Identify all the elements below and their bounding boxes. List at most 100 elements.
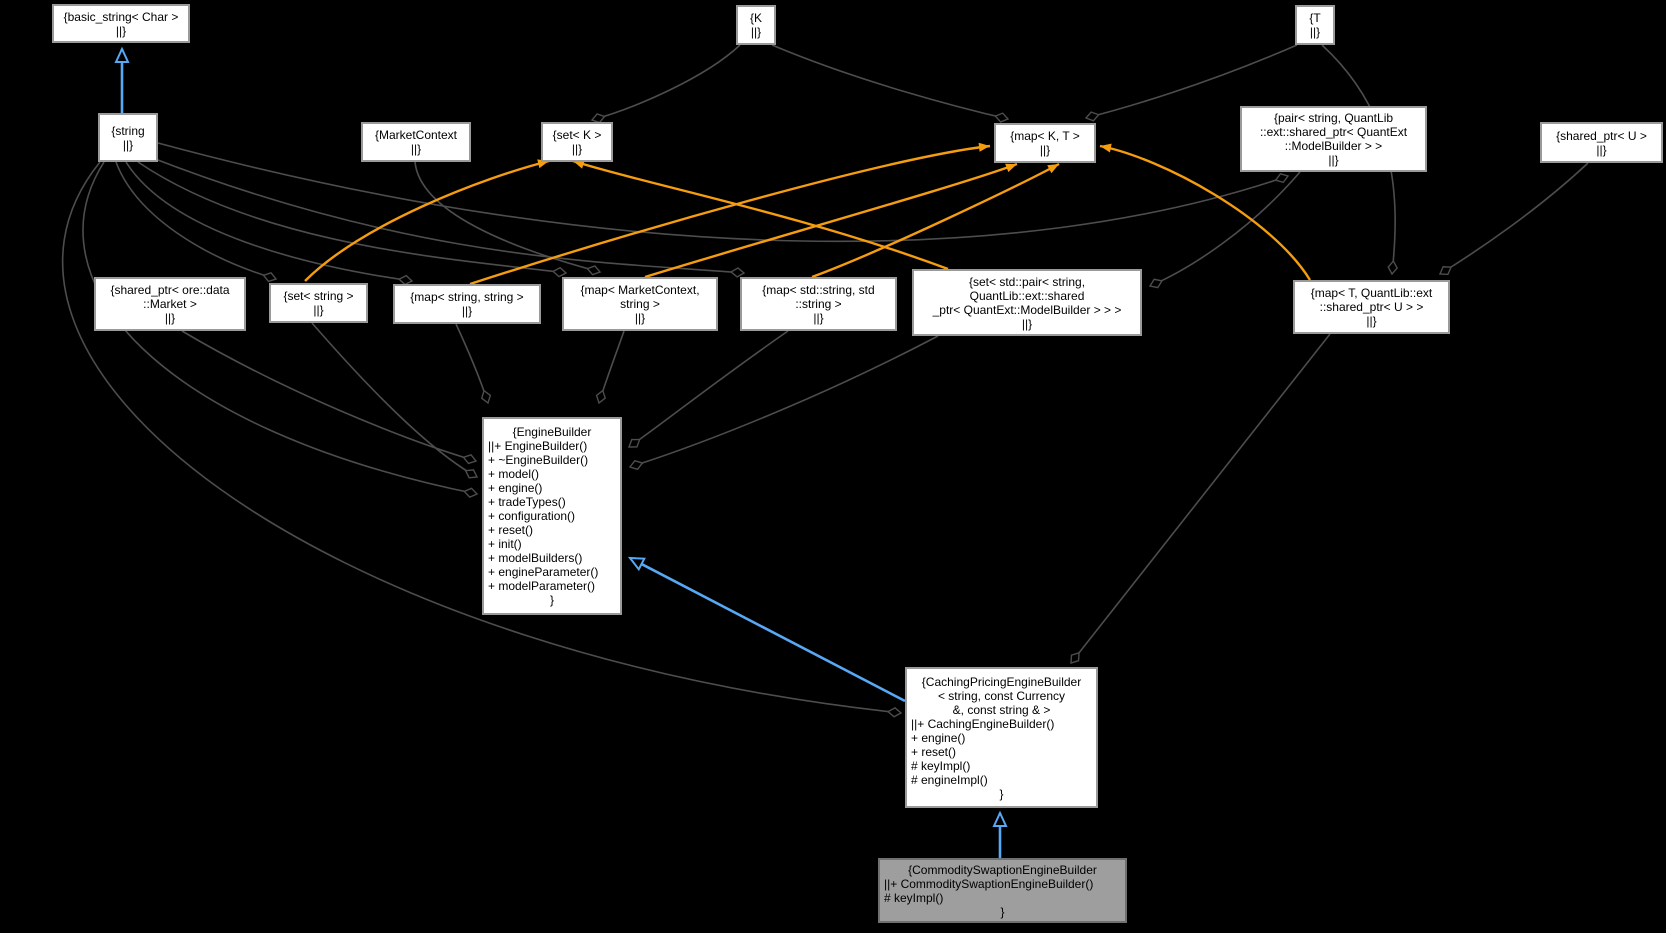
node-map-k-t: {map< K, T >||} xyxy=(994,123,1096,163)
node-text-line: ||} xyxy=(1039,143,1051,157)
edge-t-to-map-k-t xyxy=(1084,44,1298,122)
node-text-line: ||} xyxy=(571,142,583,156)
node-text-line: {shared_ptr< ore::data xyxy=(110,283,230,297)
node-text-line: {T xyxy=(1309,11,1321,25)
edge-template-map-stdstring-stdstring-to-map-k-t xyxy=(811,162,1060,279)
node-text-line: QuantLib::ext::shared xyxy=(969,288,1085,303)
edge-string-to-map-stdstring-stdstring xyxy=(149,156,746,278)
edge-template-map-marketcontext-string-to-map-k-t xyxy=(644,162,1018,279)
edge-k-to-map-k-t xyxy=(771,44,1010,123)
node-string: {string||} xyxy=(98,113,158,162)
node-text-line: } xyxy=(999,786,1004,801)
edge-string-to-set-string xyxy=(115,161,278,283)
node-engine-builder: {EngineBuilder||+ EngineBuilder()+ ~Engi… xyxy=(482,417,622,615)
node-text-line: {string xyxy=(111,123,145,138)
node-text-line: # keyImpl() xyxy=(911,758,971,773)
node-text-line: ||} xyxy=(122,137,134,152)
node-text-line: &, const string & > xyxy=(952,702,1051,717)
edge-map-stdstring-stdstring-to-engine-builder xyxy=(627,330,789,448)
edge-inherit-caching-to-engine-builder xyxy=(627,556,906,703)
edge-map-marketcontext-string-to-engine-builder xyxy=(595,330,625,405)
node-text-line: ||} xyxy=(164,311,176,325)
edge-string-to-engine-builder xyxy=(82,161,479,498)
node-text-line: {basic_string< Char > xyxy=(63,9,179,24)
node-market-context: {MarketContext||} xyxy=(361,122,471,162)
node-text-line: {MarketContext xyxy=(374,128,458,142)
node-text-line: {map< T, QuantLib::ext xyxy=(1310,286,1433,300)
node-text-line: + engine() xyxy=(911,730,966,745)
edge-template-set-string-to-set-k xyxy=(304,159,550,282)
node-text-line: + init() xyxy=(488,537,522,551)
node-map-t-shared-ptr-u: {map< T, QuantLib::ext::shared_ptr< U > … xyxy=(1293,280,1450,334)
node-text-line: + modelBuilders() xyxy=(488,551,583,565)
edge-pair-to-set-pair xyxy=(1148,171,1301,289)
node-map-marketcontext-string: {map< MarketContext,string >||} xyxy=(562,277,718,331)
node-text-line: ||} xyxy=(1021,316,1033,331)
node-shared-ptr-u: {shared_ptr< U >||} xyxy=(1540,122,1663,163)
node-text-line: {K xyxy=(749,11,762,25)
node-k: {K||} xyxy=(736,5,776,45)
node-text-line: ::shared_ptr< U > > xyxy=(1319,300,1424,314)
edge-string-to-caching-builder xyxy=(61,161,903,718)
node-text-line: ||} xyxy=(750,25,762,39)
node-text-line: ::ModelBuilder > > xyxy=(1284,139,1383,153)
node-text-line: {EngineBuilder xyxy=(512,425,592,439)
node-text-line: ||} xyxy=(410,142,422,156)
node-text-line: string > xyxy=(620,297,660,311)
node-text-line: < string, const Currency xyxy=(937,688,1066,703)
node-set-k: {set< K >||} xyxy=(541,122,613,162)
node-text-line: {set< std::pair< string, xyxy=(968,274,1086,289)
node-text-line: ||} xyxy=(461,304,473,318)
node-text-line: + configuration() xyxy=(488,509,576,523)
node-text-line: ||} xyxy=(1309,25,1321,39)
node-text-line: } xyxy=(1000,904,1005,919)
edge-string-to-pair xyxy=(157,142,1290,243)
node-text-line: + reset() xyxy=(488,523,534,537)
node-text-line: {CachingPricingEngineBuilder xyxy=(921,674,1082,689)
node-text-line: ||+ EngineBuilder() xyxy=(488,439,588,453)
node-map-stdstring-stdstring: {map< std::string, std::string >||} xyxy=(740,277,897,331)
edge-template-map-string-string-to-map-k-t xyxy=(469,142,991,286)
node-shared-ptr-market: {shared_ptr< ore::data::Market >||} xyxy=(94,277,246,331)
node-text-line: ::ext::shared_ptr< QuantExt xyxy=(1259,125,1408,139)
node-text-line: + tradeTypes() xyxy=(488,495,566,509)
edge-template-map-t-shared-ptr-u-to-map-k-t xyxy=(1099,143,1312,281)
node-text-line: + engineParameter() xyxy=(488,565,599,579)
node-text-line: {pair< string, QuantLib xyxy=(1273,111,1394,125)
node-text-line: + engine() xyxy=(488,481,543,495)
node-text-line: + modelParameter() xyxy=(488,579,596,593)
node-text-line: {shared_ptr< U > xyxy=(1556,128,1647,143)
node-text-line: ||+ CommoditySwaptionEngineBuilder() xyxy=(884,876,1094,891)
node-text-line: {set< K > xyxy=(552,128,602,142)
node-text-line: ::Market > xyxy=(143,297,197,311)
node-text-line: ||} xyxy=(1366,314,1377,328)
node-caching-pricing-engine-builder: {CachingPricingEngineBuilder< string, co… xyxy=(905,667,1098,808)
node-text-line: ||+ CachingEngineBuilder() xyxy=(911,716,1055,731)
node-text-line: {map< MarketContext, xyxy=(580,283,700,297)
node-text-line: # keyImpl() xyxy=(884,890,944,905)
edge-set-string-to-engine-builder xyxy=(311,322,479,479)
node-basic-string: {basic_string< Char >||} xyxy=(52,4,190,43)
node-text-line: ||} xyxy=(634,311,646,325)
edge-set-pair-to-engine-builder xyxy=(628,335,939,471)
node-text-line: ||} xyxy=(115,23,127,38)
edge-k-to-set-k xyxy=(590,44,741,124)
edge-marketcontext-to-map-marketcontext-string xyxy=(414,161,602,276)
node-text-line: ||} xyxy=(1328,153,1339,167)
node-text-line: {map< string, string > xyxy=(410,290,524,304)
node-text-line: + reset() xyxy=(911,744,957,759)
node-text-line: _ptr< QuantExt::ModelBuilder > > > xyxy=(932,302,1122,317)
node-t: {T||} xyxy=(1295,5,1335,45)
node-text-line: ::string > xyxy=(795,297,842,311)
node-map-string-string: {map< string, string >||} xyxy=(393,284,541,324)
edge-shared-ptr-u-to-map-t-shared-ptr-u xyxy=(1438,162,1589,276)
edge-string-to-map-marketcontext-string xyxy=(137,161,568,278)
node-text-line: ||} xyxy=(813,311,824,325)
edge-map-string-string-to-engine-builder xyxy=(455,323,492,405)
node-text-line: {CommoditySwaptionEngineBuilder xyxy=(908,862,1097,877)
node-text-line: + model() xyxy=(488,467,540,481)
edge-shared-ptr-market-to-engine-builder xyxy=(181,330,478,465)
node-text-line: {map< K, T > xyxy=(1010,129,1080,143)
